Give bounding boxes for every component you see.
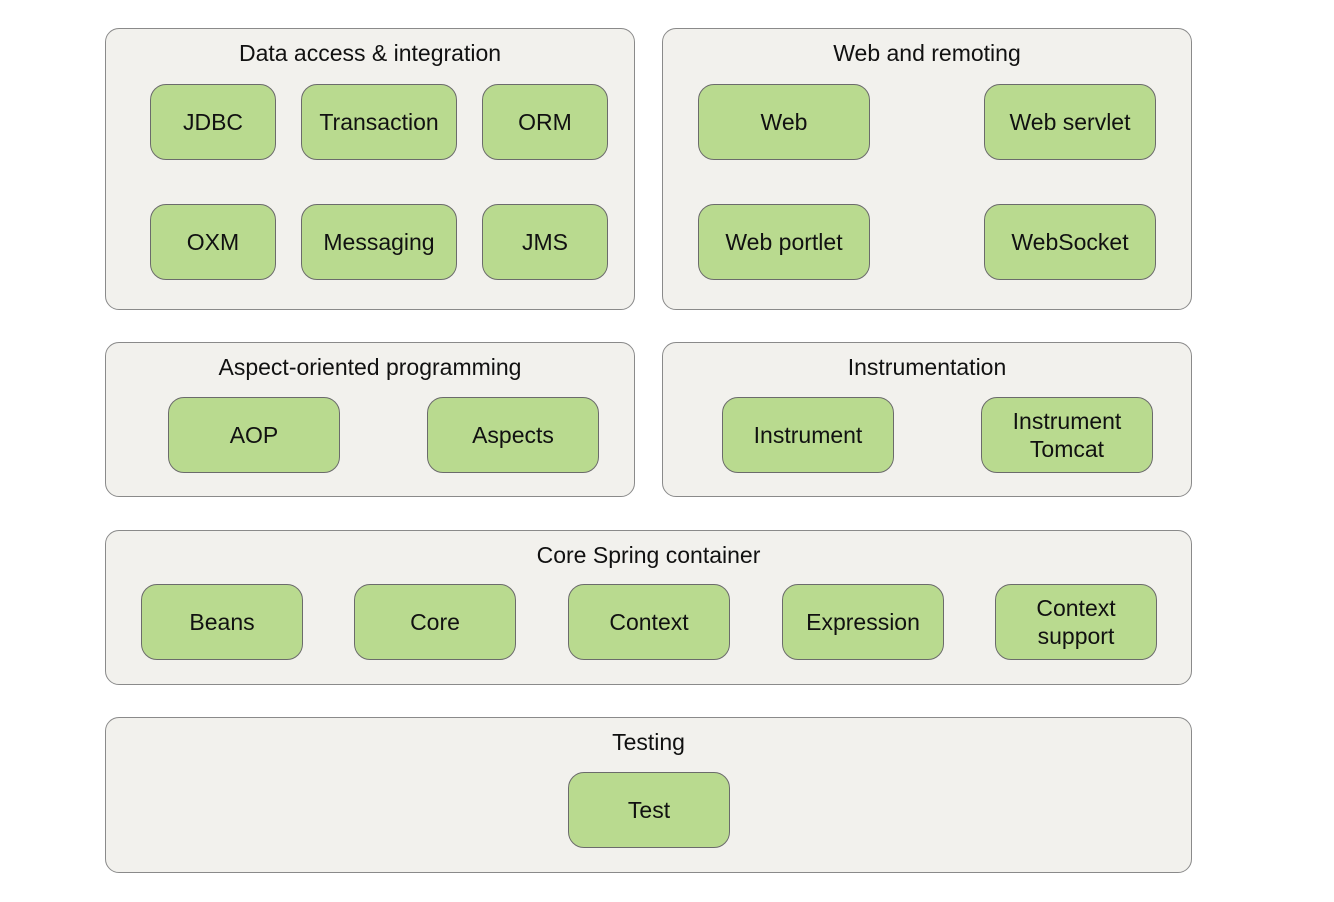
module-web-portlet: Web portlet [698,204,870,280]
group-title: Core Spring container [536,542,761,568]
module-context-support: Context support [995,584,1157,660]
module-jms: JMS [482,204,608,280]
module-context: Context [568,584,730,660]
module-web-servlet: Web servlet [984,84,1156,160]
module-aop: AOP [168,397,340,473]
module-expression: Expression [782,584,944,660]
module-beans: Beans [141,584,303,660]
module-jdbc: JDBC [150,84,276,160]
group-title: Aspect-oriented programming [218,354,522,380]
module-instrument: Instrument [722,397,894,473]
group-title: Data access & integration [238,40,502,66]
module-orm: ORM [482,84,608,160]
module-instrument-tomcat: Instrument Tomcat [981,397,1153,473]
module-test: Test [568,772,730,848]
group-title: Testing [612,729,685,755]
group-core-spring-container: Core Spring container Beans Core Context… [105,530,1192,685]
module-transaction: Transaction [301,84,457,160]
module-messaging: Messaging [301,204,457,280]
group-web-and-remoting: Web and remoting Web Web servlet Web por… [662,28,1192,310]
group-instrumentation: Instrumentation Instrument Instrument To… [662,342,1192,497]
module-web: Web [698,84,870,160]
group-title: Web and remoting [833,40,1021,66]
group-title: Instrumentation [847,354,1007,380]
module-aspects: Aspects [427,397,599,473]
module-oxm: OXM [150,204,276,280]
module-core: Core [354,584,516,660]
group-data-access-integration: Data access & integration JDBC Transacti… [105,28,635,310]
group-testing: Testing Test [105,717,1192,873]
group-aspect-oriented-programming: Aspect-oriented programming AOP Aspects [105,342,635,497]
module-websocket: WebSocket [984,204,1156,280]
